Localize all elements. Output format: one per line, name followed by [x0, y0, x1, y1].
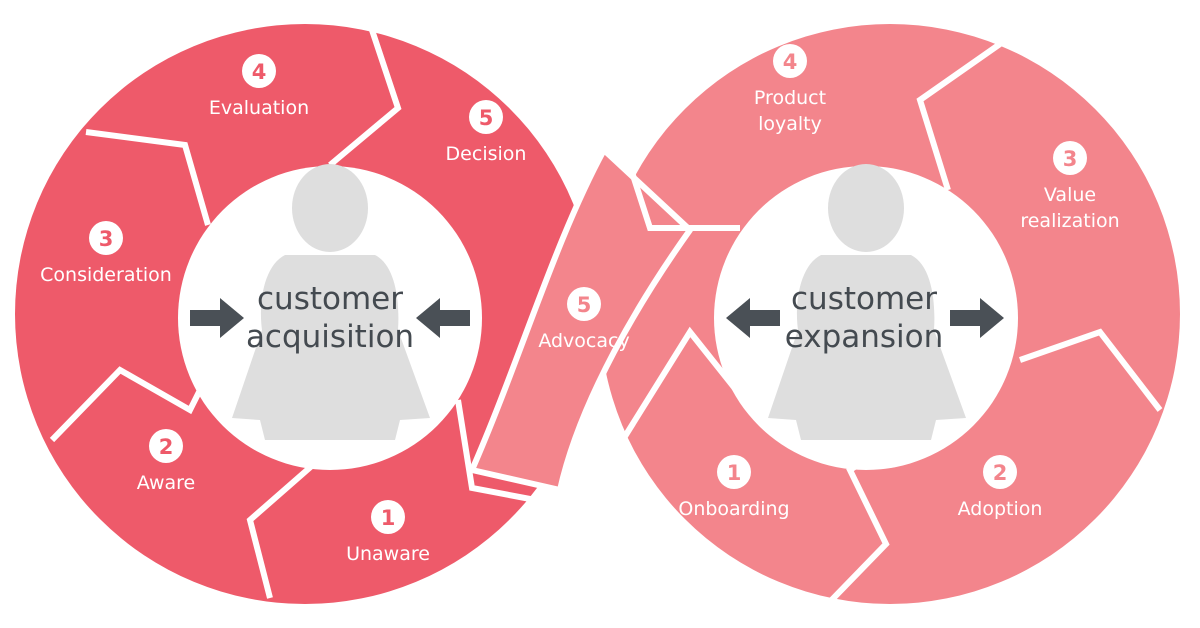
- stage-number: 4: [783, 50, 798, 74]
- stage-label: Aware: [137, 472, 196, 494]
- divider-adoption-value: [1019, 328, 1163, 412]
- acquisition-person-head: [292, 164, 368, 252]
- stage-label: realization: [1020, 210, 1119, 232]
- arrow-right-icon: [950, 298, 1004, 338]
- stage-number: 1: [381, 506, 396, 530]
- stage-number: 2: [159, 435, 174, 459]
- stage-number-badge: [371, 500, 405, 534]
- stage-label: Onboarding: [678, 498, 789, 520]
- acquisition-arrows: [190, 298, 470, 338]
- stage-number: 3: [1063, 147, 1078, 171]
- acquisition-person-body: [232, 255, 430, 440]
- stage-number-badge: [242, 54, 276, 88]
- stage-number: 1: [727, 461, 742, 485]
- stage-number-badge: [149, 429, 183, 463]
- stage-label: Value: [1044, 184, 1096, 206]
- stage-number-badge: [89, 221, 123, 255]
- stage-label: Evaluation: [209, 97, 309, 119]
- expansion-person-body: [768, 255, 966, 440]
- expansion-person-icon: [768, 164, 966, 440]
- stage-label: Decision: [446, 143, 527, 165]
- stage-number-badge: [469, 100, 503, 134]
- arrow-left-icon: [416, 298, 470, 338]
- stage-number: 4: [252, 60, 267, 84]
- stage-label: Consideration: [40, 264, 172, 286]
- acquisition-person-icon: [232, 164, 430, 440]
- expansion-arrows: [726, 298, 1004, 338]
- divider-value-loyalty: [916, 41, 1002, 191]
- expansion-person-head: [828, 164, 904, 252]
- stage-label: Adoption: [958, 498, 1043, 520]
- divider-aware-consideration: [49, 366, 203, 443]
- divider-loyalty-advocacy: [617, 134, 740, 231]
- divider-evaluation-decision: [328, 17, 402, 168]
- stage-label: Product: [754, 87, 826, 109]
- expansion-title-line1: customer: [791, 281, 937, 317]
- stage-number: 5: [479, 106, 494, 130]
- stage-number-badge: [773, 44, 807, 78]
- stage-label: Advocacy: [538, 330, 629, 352]
- stage-label: loyalty: [758, 113, 822, 135]
- stage-number-badge: [983, 455, 1017, 489]
- divider-unaware-advocacy: [455, 399, 563, 508]
- arrow-right-icon: [190, 298, 244, 338]
- stage-number: 2: [993, 461, 1008, 485]
- stage-number: 3: [99, 227, 114, 251]
- stage-number-badge: [717, 455, 751, 489]
- expansion-title-line2: expansion: [785, 319, 944, 355]
- stage-number-badge: [1053, 141, 1087, 175]
- stage-number: 5: [577, 293, 592, 317]
- divider-consideration-evaluation: [85, 129, 211, 226]
- stage-number-badge: [567, 287, 601, 321]
- stage-label: Unaware: [346, 543, 430, 565]
- acquisition-title-line1: customer: [257, 281, 403, 317]
- acquisition-title-line2: acquisition: [246, 319, 414, 355]
- arrow-left-icon: [726, 298, 780, 338]
